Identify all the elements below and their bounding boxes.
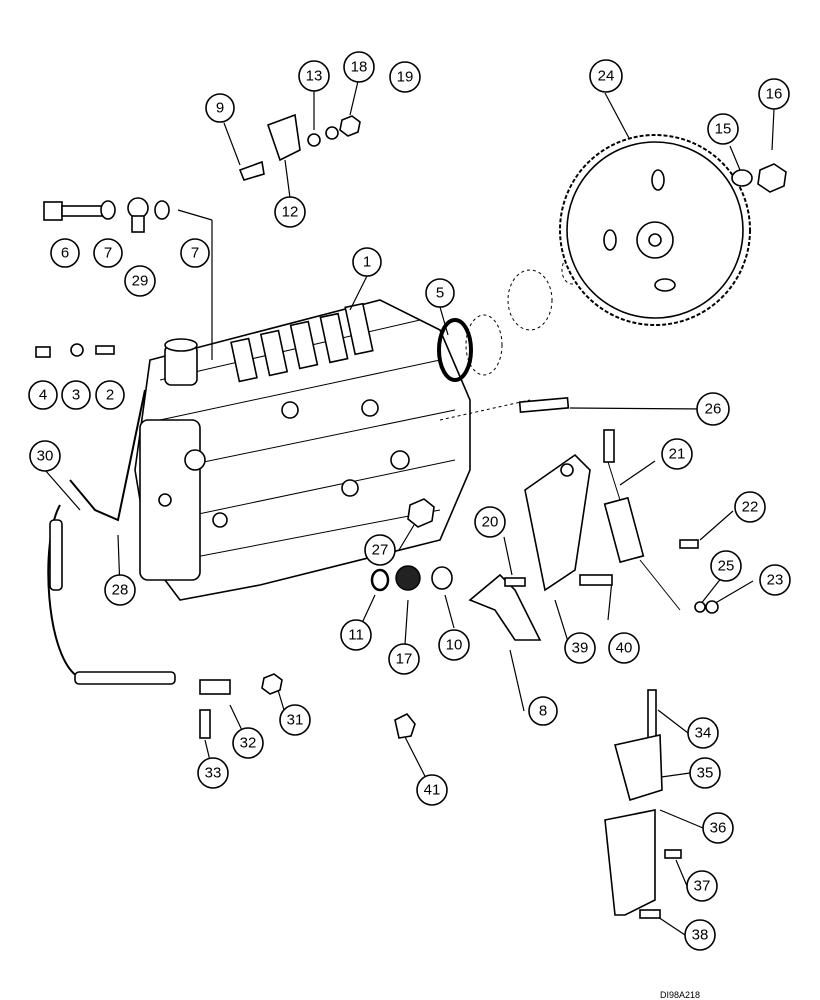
callout-40: 40: [608, 632, 640, 664]
svg-text:21: 21: [669, 446, 686, 463]
svg-text:22: 22: [742, 499, 759, 516]
svg-text:27: 27: [372, 542, 389, 559]
small-parts: [35, 113, 787, 919]
callout-24: 24: [589, 59, 623, 93]
svg-text:11: 11: [348, 627, 364, 644]
callout-10: 10: [438, 629, 470, 661]
callout-34: 34: [687, 717, 719, 749]
callout-18: 18: [343, 51, 375, 83]
svg-text:10: 10: [446, 637, 463, 654]
svg-text:36: 36: [710, 820, 727, 837]
svg-text:28: 28: [112, 582, 129, 599]
callout-19: 19: [389, 61, 421, 93]
svg-text:25: 25: [718, 558, 735, 575]
svg-text:1: 1: [363, 254, 371, 271]
callout-3: 3: [61, 380, 91, 410]
callout-28: 28: [104, 574, 136, 606]
svg-text:24: 24: [598, 68, 615, 85]
callout-7a: 7: [93, 238, 123, 268]
callout-12: 12: [274, 196, 306, 228]
svg-text:19: 19: [397, 69, 414, 86]
svg-text:32: 32: [240, 735, 257, 752]
svg-text:31: 31: [287, 712, 304, 729]
callout-7b: 7: [180, 238, 210, 268]
svg-text:16: 16: [766, 86, 783, 103]
callout-22: 22: [734, 491, 766, 523]
svg-text:37: 37: [694, 878, 711, 895]
callout-23: 23: [759, 564, 791, 596]
svg-text:40: 40: [616, 640, 633, 657]
svg-text:5: 5: [436, 285, 444, 302]
callout-11: 11: [340, 619, 372, 651]
svg-text:6: 6: [61, 245, 69, 262]
callout-30: 30: [29, 440, 61, 472]
callout-27: 27: [364, 534, 396, 566]
callout-25: 25: [710, 550, 742, 582]
callout-33: 33: [197, 757, 229, 789]
callout-4: 4: [28, 380, 58, 410]
svg-text:39: 39: [572, 640, 589, 657]
reference-code: DI98A218: [660, 990, 701, 1000]
callout-1: 1: [352, 247, 382, 277]
svg-text:35: 35: [697, 765, 714, 782]
callout-5: 5: [425, 278, 455, 308]
svg-text:3: 3: [72, 387, 80, 404]
callout-8: 8: [528, 696, 558, 726]
callout-37: 37: [686, 870, 718, 902]
callout-17: 17: [388, 643, 420, 675]
callout-20: 20: [474, 506, 506, 538]
svg-text:8: 8: [539, 703, 547, 720]
callout-41: 41: [416, 774, 448, 806]
svg-text:34: 34: [695, 725, 712, 742]
injection-pump-body: [134, 299, 471, 601]
svg-text:29: 29: [132, 273, 149, 290]
callout-16: 16: [758, 78, 790, 110]
callouts: 1 2 3 4 5 6 7 7 8 9 10 11 12 13 15 16 17…: [28, 51, 791, 951]
svg-text:30: 30: [37, 448, 54, 465]
callout-15: 15: [707, 113, 739, 145]
callout-38: 38: [684, 919, 716, 951]
svg-text:33: 33: [205, 765, 222, 782]
svg-text:13: 13: [306, 68, 323, 85]
svg-text:4: 4: [39, 387, 47, 404]
callout-32: 32: [232, 727, 264, 759]
svg-text:7: 7: [191, 245, 199, 262]
svg-text:18: 18: [351, 59, 368, 76]
callout-21: 21: [661, 438, 693, 470]
svg-text:7: 7: [104, 245, 112, 262]
svg-text:9: 9: [216, 100, 224, 117]
svg-text:41: 41: [424, 782, 441, 799]
callout-2: 2: [95, 380, 125, 410]
callout-36: 36: [702, 812, 734, 844]
svg-text:20: 20: [482, 514, 499, 531]
callout-9: 9: [205, 93, 235, 123]
svg-text:17: 17: [396, 651, 413, 668]
callout-29: 29: [124, 265, 156, 297]
callout-26: 26: [696, 392, 730, 426]
svg-text:12: 12: [282, 204, 299, 221]
callout-31: 31: [279, 704, 311, 736]
svg-text:2: 2: [106, 387, 114, 404]
svg-text:38: 38: [692, 927, 709, 944]
svg-text:26: 26: [705, 401, 722, 418]
svg-text:15: 15: [715, 121, 732, 138]
callout-35: 35: [689, 757, 721, 789]
svg-text:23: 23: [767, 572, 784, 589]
callout-6: 6: [50, 238, 80, 268]
callout-39: 39: [564, 632, 596, 664]
callout-13: 13: [298, 60, 330, 92]
